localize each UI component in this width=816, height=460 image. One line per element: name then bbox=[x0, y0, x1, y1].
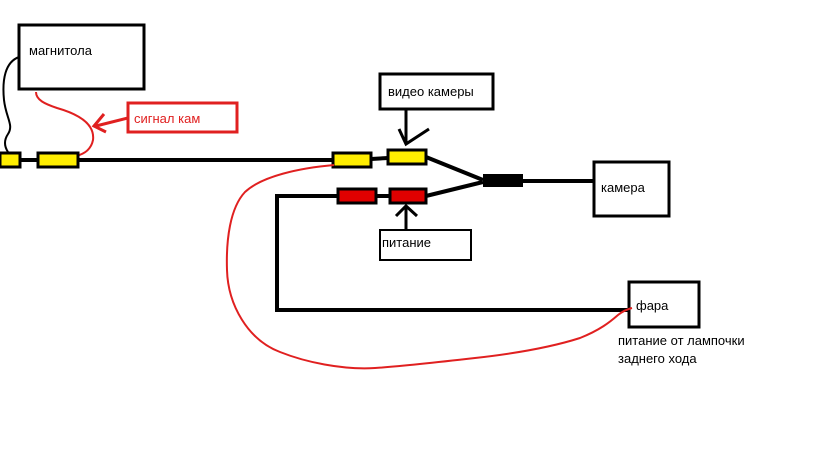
power-wire bbox=[275, 194, 629, 312]
cable-junction bbox=[483, 174, 523, 187]
camera-box bbox=[592, 160, 671, 218]
power-label: питание bbox=[382, 235, 431, 250]
camera-video-box bbox=[378, 72, 495, 111]
headlight-box bbox=[627, 280, 701, 329]
camera-video-label: видео камеры bbox=[388, 84, 474, 99]
camera-label: камера bbox=[601, 180, 646, 195]
video-arrowhead-icon bbox=[397, 127, 430, 147]
signal-arrow-shaft bbox=[95, 116, 129, 128]
signal-arrowhead-icon bbox=[91, 113, 107, 134]
reverse-light-note-line1: питание от лампочки bbox=[618, 333, 745, 348]
power-arrowhead-icon bbox=[394, 203, 419, 218]
signal-wire-headunit bbox=[35, 91, 95, 157]
power-connector-camera bbox=[388, 187, 428, 205]
video-connector-middle bbox=[331, 151, 373, 169]
camera-signal-box bbox=[126, 101, 239, 134]
head-unit-label: магнитола bbox=[29, 43, 93, 58]
power-box bbox=[379, 229, 472, 261]
video-connector-left-end bbox=[0, 151, 22, 169]
video-wire-gap bbox=[370, 156, 389, 161]
power-wire-to-junction bbox=[425, 180, 484, 198]
video-connector-headunit bbox=[36, 151, 80, 169]
camera-signal-label: сигнал кам bbox=[134, 111, 200, 126]
signal-wire-reverse bbox=[225, 164, 633, 370]
headlight-label: фара bbox=[636, 298, 669, 313]
video-connector-camera bbox=[386, 148, 428, 166]
power-connector-left bbox=[336, 187, 378, 205]
video-wire-to-junction bbox=[425, 155, 484, 182]
head-unit-loop-wire bbox=[2, 56, 20, 153]
reverse-light-note-line2: заднего хода bbox=[618, 351, 697, 366]
